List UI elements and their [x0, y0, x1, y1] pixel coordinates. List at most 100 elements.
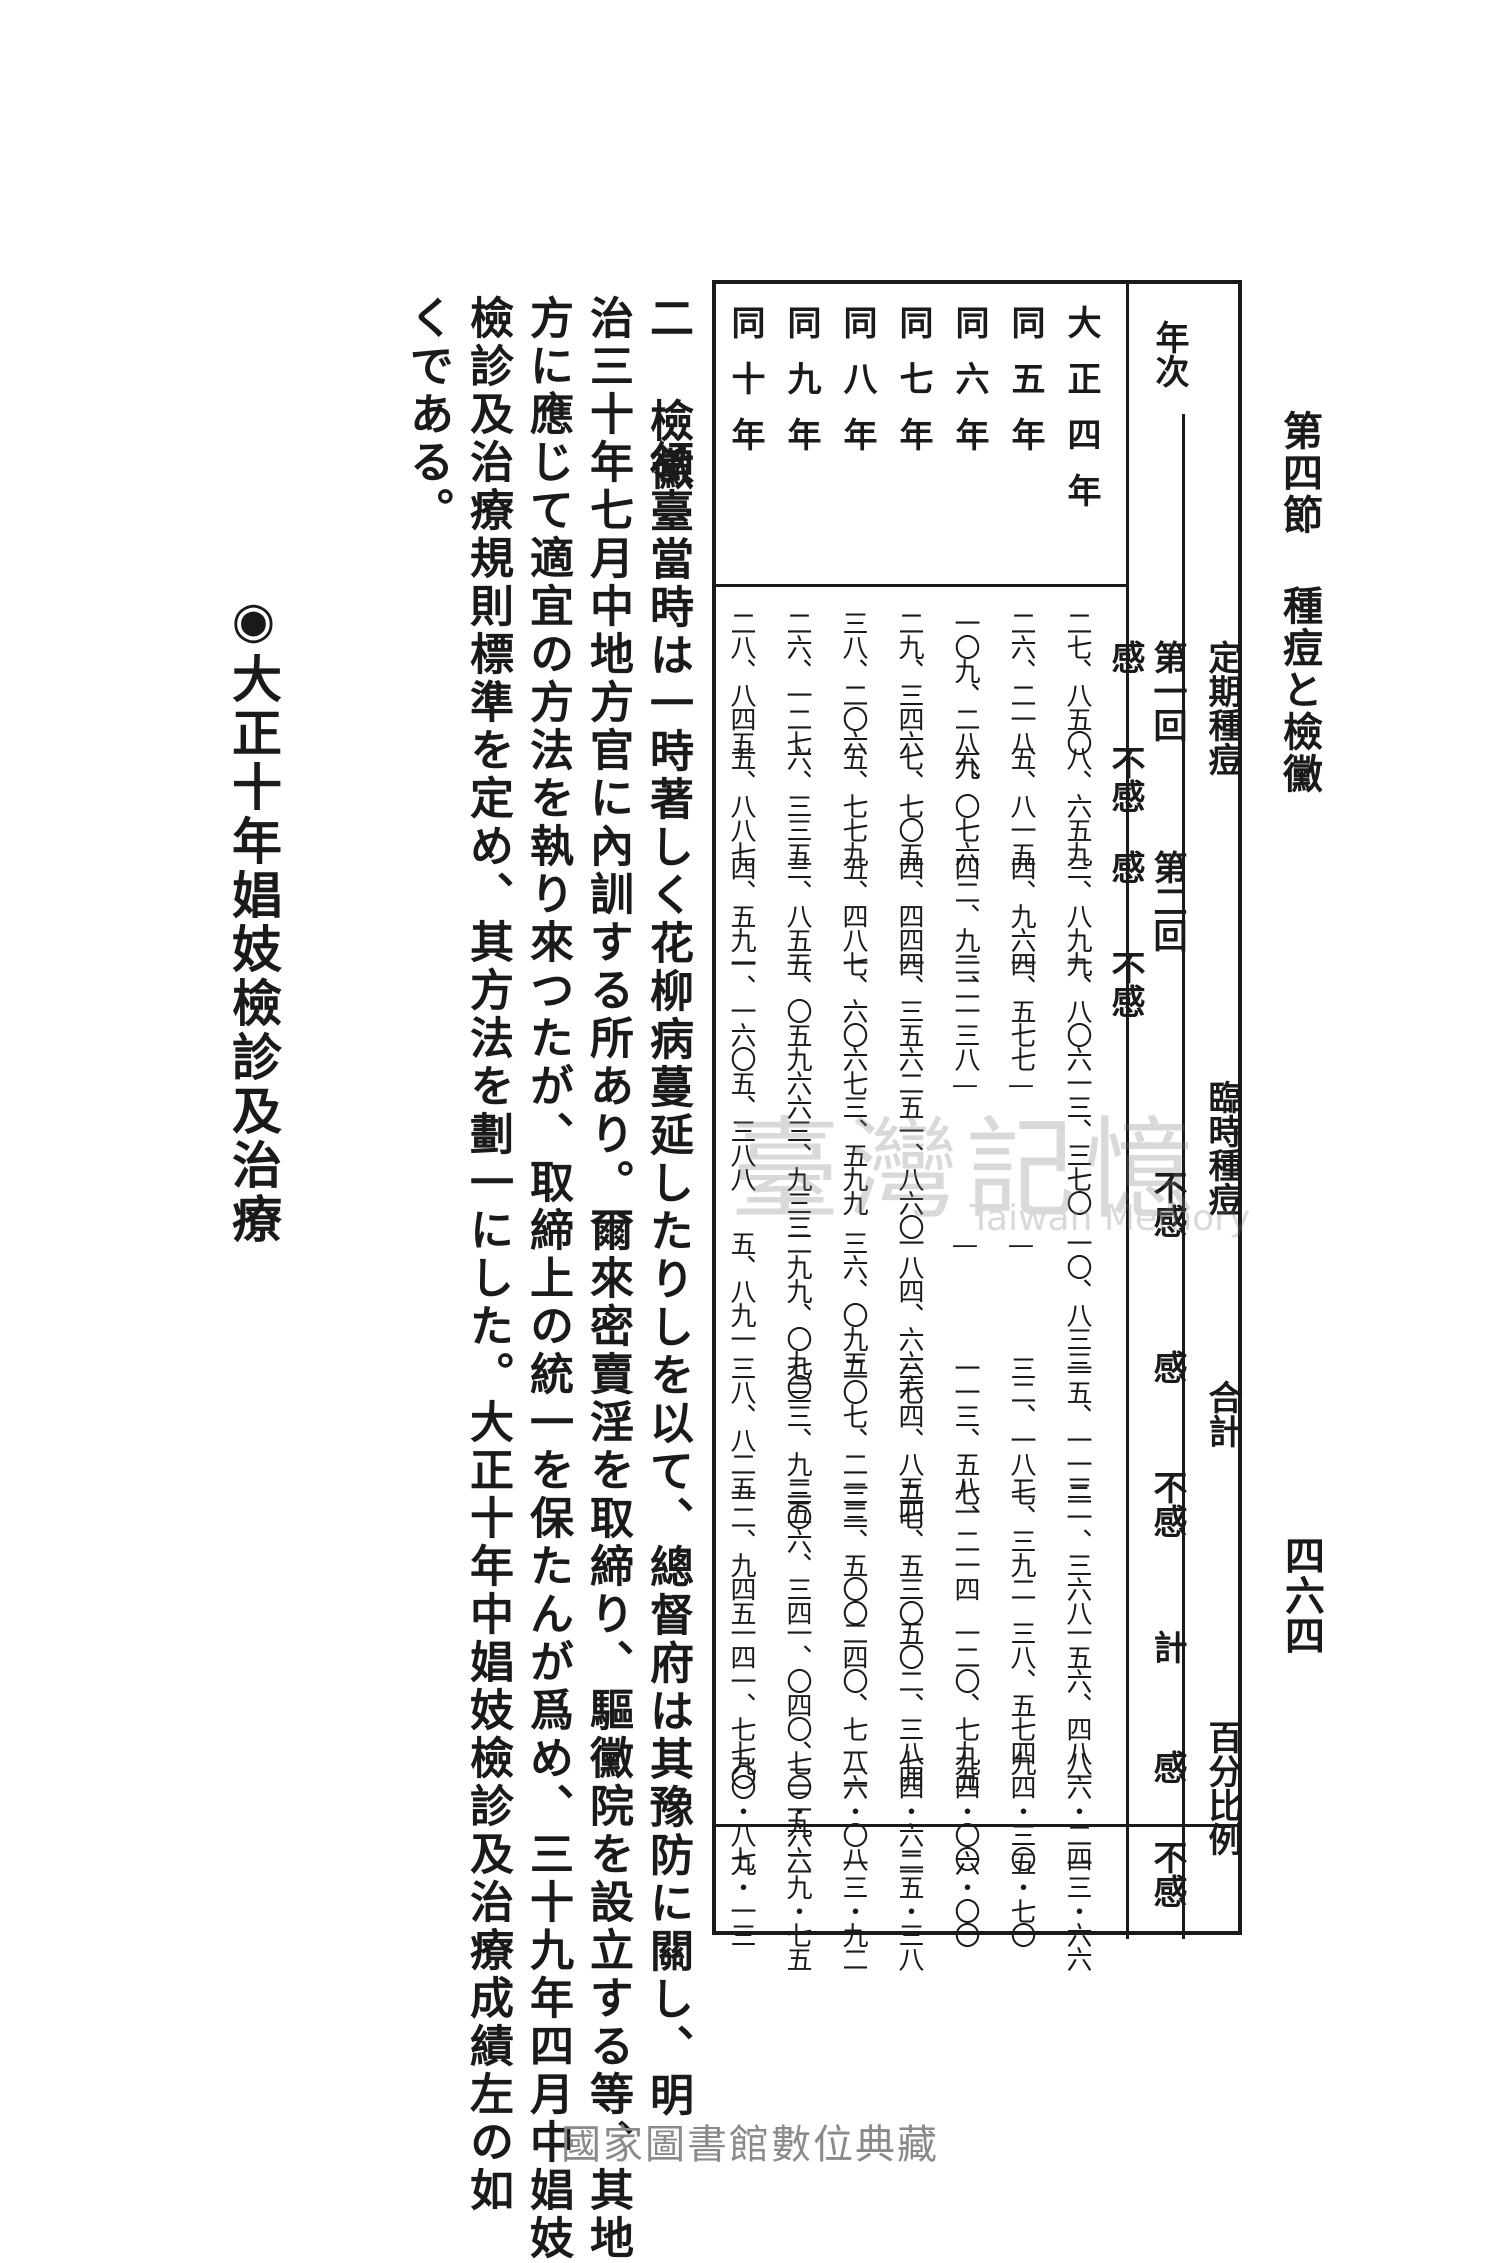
header-first-round: 第一回 — [1147, 640, 1187, 742]
table-cell-ct: 五〇二、三八四 — [894, 1620, 924, 1788]
table-cell-ck: 一一三、五八一 — [950, 1355, 980, 1523]
table-cell-tf: 二九九、〇九〇 — [782, 1230, 812, 1398]
table-cell-r2f: 一、六〇六 — [838, 950, 868, 1070]
table-cell-r1k: 二七、八五〇 — [1062, 610, 1092, 754]
running-header-title: 第四節 種痘と檢黴 — [1276, 410, 1323, 795]
header-year: 年次 — [1149, 320, 1189, 388]
table-cell-r2f: 一、一六〇 — [726, 950, 756, 1070]
table-cell-r2k: 三、八九九 — [1062, 855, 1092, 975]
table-cell-cf: 二七、五三〇 — [894, 1480, 924, 1624]
body-text-line: くである。 — [402, 295, 453, 535]
table-cell-cf: 七、三九二 — [1006, 1480, 1036, 1600]
table-cell-pf: 一三・九二 — [838, 1850, 868, 1970]
table-cell-ck: 二〇七、二一二 — [838, 1355, 868, 1523]
table-cell-cf: 三三、五〇〇 — [838, 1480, 868, 1624]
section-heading-inline: 二 檢黴 — [642, 295, 693, 494]
table-cell-pf: 二九・七五 — [782, 1850, 812, 1970]
table-cell-tk: 五、三八八 — [726, 1070, 756, 1190]
table-cell-r1k: 二九、三四六 — [894, 610, 924, 754]
table-cell-pf: 一三・六六 — [1062, 1850, 1092, 1970]
table-cell-r2k: 五、四八七 — [838, 855, 868, 975]
body-text-line: 領臺當時は一時著しく花柳病蔓延したりしを以て、總督府は其豫防に關し、明 — [642, 440, 693, 2120]
table-rule — [716, 584, 1126, 587]
table-cell-pf: 九・一三 — [726, 1850, 756, 1946]
table-cell-r1f: 八、六五九 — [1062, 745, 1092, 865]
table-cell-pk: 八六・〇八 — [838, 1750, 868, 1870]
table-cell-ct: 一、〇四〇、二二九 — [782, 1620, 812, 1836]
table-cell-ck: 七三三、九二五 — [782, 1355, 812, 1523]
label-effective: 感 — [1105, 850, 1145, 884]
body-text-line: 方に應じて適宜の方法を執り來つたが、取締上の統一を保たんが爲め、三十九年四月中娼… — [522, 295, 573, 2263]
year-cell: 同九年 — [781, 305, 821, 473]
table-cell-pf: 二五・三八 — [894, 1850, 924, 1970]
table-cell-cf: 一二、九四五 — [726, 1480, 756, 1624]
table-cell-tf: 一八四、六六六 — [894, 1230, 924, 1398]
table-cell-pk: 九〇・八七 — [726, 1750, 756, 1870]
table-cell-r2f: 一、三五六 — [894, 950, 924, 1070]
label-sum: 計 — [1147, 1630, 1187, 1664]
table-cell-r2f: 一、一三八 — [950, 950, 980, 1070]
table-rule — [1126, 284, 1129, 1939]
label-ineffective: 不感 — [1147, 1470, 1187, 1538]
year-cell: 同七年 — [893, 305, 933, 473]
table-cell-tk: — — [950, 1070, 980, 1098]
table-cell-ct: 一四一、七七〇 — [726, 1620, 756, 1788]
table-cell-cf: 二一、三六八 — [1062, 1480, 1092, 1624]
header-regular-vaccination: 定期種痘 — [1202, 640, 1242, 776]
table-cell-ck: 三七四、八五四 — [894, 1355, 924, 1523]
table-cell-r1k: 二八、八四五 — [726, 610, 756, 754]
table-cell-tk: 一三、三七〇 — [1062, 1070, 1092, 1214]
table-cell-tf: — — [950, 1230, 980, 1258]
table-cell-tf: 三六、〇九五 — [838, 1230, 868, 1374]
label-effective: 感 — [1105, 640, 1145, 674]
page-number: 四六四 — [1278, 1535, 1325, 1655]
table-cell-tk: 七三、五九九 — [838, 1070, 868, 1214]
year-cell: 同五年 — [1005, 305, 1045, 473]
table-cell-ct: 一五六、四八一 — [1062, 1620, 1092, 1788]
label-effective: 感 — [1147, 1750, 1187, 1784]
table-rule — [716, 1824, 1242, 1827]
footer-credit: 國家圖書館數位典藏 — [561, 2122, 939, 2168]
label-effective: 感 — [1147, 1350, 1187, 1384]
body-heading-column: 二 檢黴 — [642, 295, 693, 494]
label-ineffective: 不感 — [1147, 1840, 1187, 1908]
year-cell: 同十年 — [725, 305, 765, 473]
table-cell-pk: 九四・〇〇 — [950, 1750, 980, 1870]
table-cell-r2k: 四、九六四 — [1006, 855, 1036, 975]
vaccination-table — [712, 280, 1242, 1939]
table-cell-pk: 八六・二四 — [1062, 1750, 1092, 1870]
table-cell-ct: 三八、五七四 — [1006, 1620, 1036, 1764]
table-cell-pf: 五・七〇 — [1006, 1850, 1036, 1946]
body-text-line: 治三十年七月中地方官に內訓する所あり。爾來密賣淫を取締り、驅黴院を設立する等、其… — [582, 295, 633, 2263]
table-cell-r1k: 二六、二一八 — [1006, 610, 1036, 754]
table-cell-r1f: 五、七七九 — [838, 745, 868, 865]
year-cell: 同八年 — [837, 305, 877, 473]
table-cell-tk: — — [1006, 1070, 1036, 1098]
year-cell: 大正四年 — [1061, 305, 1101, 529]
header-total: 合計 — [1202, 1380, 1242, 1448]
table-cell-tk: 六六三、九三三 — [782, 1070, 812, 1238]
table-cell-pk: 七〇・六六 — [782, 1750, 812, 1870]
table-cell-r1f: 六、〇七六 — [950, 745, 980, 865]
table-cell-r2k: 三、八五五 — [782, 855, 812, 975]
table-cell-r2f: 一、五七七 — [1006, 950, 1036, 1070]
label-ineffective: 不感 — [1105, 950, 1145, 1018]
table-cell-r1f: 五、八一五 — [1006, 745, 1036, 865]
table-cell-tf: 一〇、八三三 — [1062, 1230, 1092, 1374]
table-cell-ck: 三二、一八二 — [1006, 1355, 1036, 1499]
table-cell-r1f: 五、八八七 — [726, 745, 756, 865]
body-text-line: 檢診及治療規則標準を定め、其方法を劃一にした。大正十年中娼妓檢診及治療成績左の如 — [462, 295, 513, 2215]
table-cell-cf: 七、二一四 — [950, 1480, 980, 1600]
table-cell-r2k: 四二、九二二 — [950, 855, 980, 999]
table-cell-r2f: 一、八〇六 — [1062, 950, 1092, 1070]
table-cell-ck: 一五、一一三 — [1062, 1355, 1092, 1499]
table-cell-pf: 六・〇〇 — [950, 1850, 980, 1946]
header-temporary-vaccination: 臨時種痘 — [1202, 1080, 1242, 1216]
table-cell-tk: 二五一、八六〇 — [894, 1070, 924, 1238]
table-cell-ct: 一二〇、七九五 — [950, 1620, 980, 1788]
table-cell-tf: — — [1006, 1230, 1036, 1258]
table-cell-ct: 二四〇、七一二 — [838, 1620, 868, 1788]
year-cell: 同六年 — [949, 305, 989, 473]
table-cell-pk: 七四・六二 — [894, 1750, 924, 1870]
table-cell-ck: 三八、八二五 — [726, 1355, 756, 1499]
